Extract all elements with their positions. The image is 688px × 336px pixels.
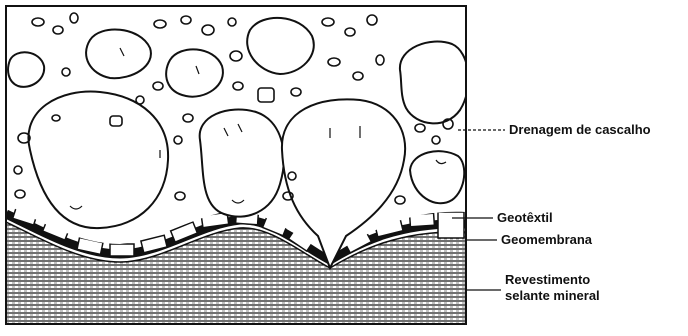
label-mineral-sealing-liner-line1: Revestimento xyxy=(505,272,600,288)
label-geotextile: Geotêxtil xyxy=(497,210,553,226)
label-geomembrane: Geomembrana xyxy=(501,232,592,248)
label-mineral-sealing-liner: Revestimento selante mineral xyxy=(505,272,600,304)
label-gravel-drainage: Drenagem de cascalho xyxy=(509,122,651,138)
label-mineral-sealing-liner-line2: selante mineral xyxy=(505,288,600,304)
mineral-liner-layer xyxy=(6,222,466,324)
